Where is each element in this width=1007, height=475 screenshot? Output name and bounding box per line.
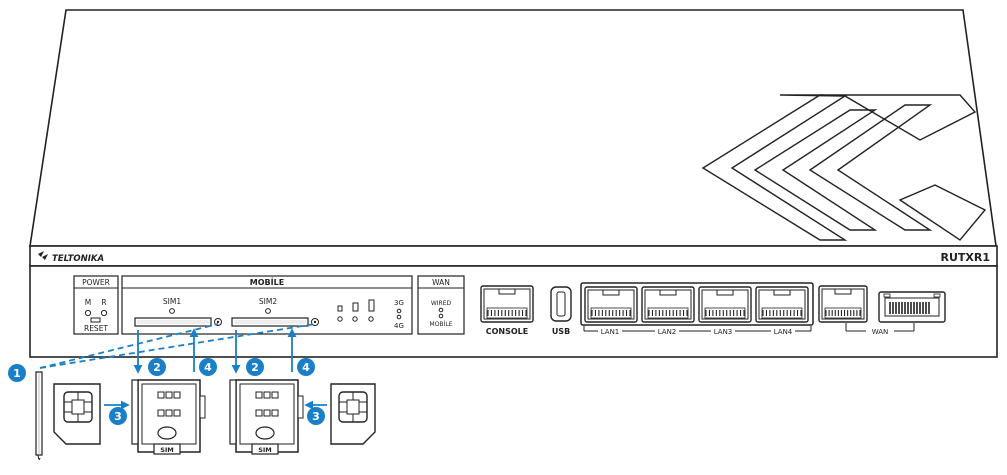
mobile-panel: MOBİLE SIM1 SIM2 3G 4G [121, 275, 413, 335]
lan-port-block [580, 282, 814, 326]
lan3-label: LAN3 [714, 328, 733, 336]
router-front-bezel [29, 245, 998, 358]
power-panel-title: POWER [82, 278, 110, 287]
step-2-badge-tray-2: 2 [246, 358, 264, 376]
svg-text:4: 4 [302, 361, 310, 374]
lan-labels: LAN1 LAN2 LAN3 LAN4 [583, 326, 812, 336]
teltonika-chevron-logo [701, 94, 987, 241]
sim1-led [169, 308, 175, 314]
sim-tray-2[interactable]: SIM [229, 379, 304, 455]
brand-text: TELTONIKA [52, 254, 104, 264]
step-1-number: 1 [13, 367, 21, 380]
wan-panel-title: WAN [432, 278, 450, 287]
wan-port-labels: WAN [845, 323, 915, 336]
console-port[interactable] [480, 285, 534, 323]
led-label-m: M [85, 298, 91, 307]
insertion-arrows [104, 328, 327, 410]
wan-sfp-port[interactable] [878, 291, 946, 323]
led-r-indicator [100, 309, 108, 317]
svg-text:3: 3 [312, 410, 320, 423]
reset-button[interactable] [90, 317, 101, 323]
eject-pin-tool[interactable] [35, 371, 43, 460]
net-3g-led [396, 308, 402, 314]
svg-text:4: 4 [204, 361, 212, 374]
wan-wired-led [438, 307, 444, 313]
model-label: RUTXR1 [940, 251, 990, 264]
lan4-port[interactable] [755, 286, 809, 323]
sim-card-1[interactable] [53, 383, 101, 445]
lan3-port[interactable] [698, 286, 752, 323]
router-top-panel [29, 9, 997, 247]
sim2-label: SIM2 [259, 297, 277, 306]
led-label-r: R [101, 298, 106, 307]
sim1-slot[interactable] [134, 317, 212, 327]
sim-tray-1-label: SIM [160, 446, 174, 454]
wan-port-label: WAN [872, 328, 889, 336]
reset-label: RESET [84, 324, 108, 333]
lan2-label: LAN2 [658, 328, 677, 336]
led-m-indicator [84, 309, 92, 317]
lan4-label: LAN4 [774, 328, 793, 336]
sim-tray-2-label: SIM [258, 446, 272, 454]
port-row [480, 282, 946, 326]
sim2-led [265, 308, 271, 314]
wan-ethernet-port[interactable] [818, 285, 868, 323]
svg-text:2: 2 [153, 361, 161, 374]
lan1-label: LAN1 [601, 328, 620, 336]
lan2-port[interactable] [641, 286, 695, 323]
usb-port-label: USB [552, 327, 570, 336]
wan-mobile-label: MOBİLE [430, 321, 453, 328]
sim1-label: SIM1 [163, 297, 181, 306]
sim2-slot[interactable] [231, 317, 309, 327]
net-4g-label: 4G [394, 322, 404, 330]
step-1-badge: 1 [8, 364, 26, 382]
eject-pin-guides [39, 323, 316, 369]
step-4-badge-tray-1: 4 [199, 358, 217, 376]
signal-strength-icon [337, 299, 375, 322]
console-port-label: CONSOLE [486, 327, 529, 336]
wan-mobile-led [438, 313, 444, 319]
wan-wired-label: WIRED [431, 300, 452, 307]
sim-tray-1[interactable]: SIM [131, 379, 206, 455]
step-2-badge-tray-1: 2 [148, 358, 166, 376]
usb-port[interactable] [550, 286, 572, 322]
lan1-port[interactable] [584, 286, 638, 323]
mobile-panel-title: MOBİLE [250, 277, 284, 287]
wan-indicator-panel: WAN WIRED MOBİLE [417, 275, 465, 335]
sim-card-2[interactable] [330, 383, 376, 445]
step-4-badge-tray-2: 4 [297, 358, 315, 376]
sim1-eject-hole[interactable] [214, 318, 222, 326]
power-panel: POWER M R RESET [73, 275, 119, 335]
sim2-eject-hole[interactable] [311, 318, 319, 326]
brand-logo: TELTONIKA [38, 251, 104, 264]
step-3-badge-card-2: 3 [307, 407, 325, 425]
step-3-badge-card-1: 3 [109, 407, 127, 425]
net-4g-led [396, 314, 402, 320]
svg-text:3: 3 [114, 410, 122, 423]
net-3g-label: 3G [394, 299, 404, 307]
svg-text:2: 2 [251, 361, 259, 374]
